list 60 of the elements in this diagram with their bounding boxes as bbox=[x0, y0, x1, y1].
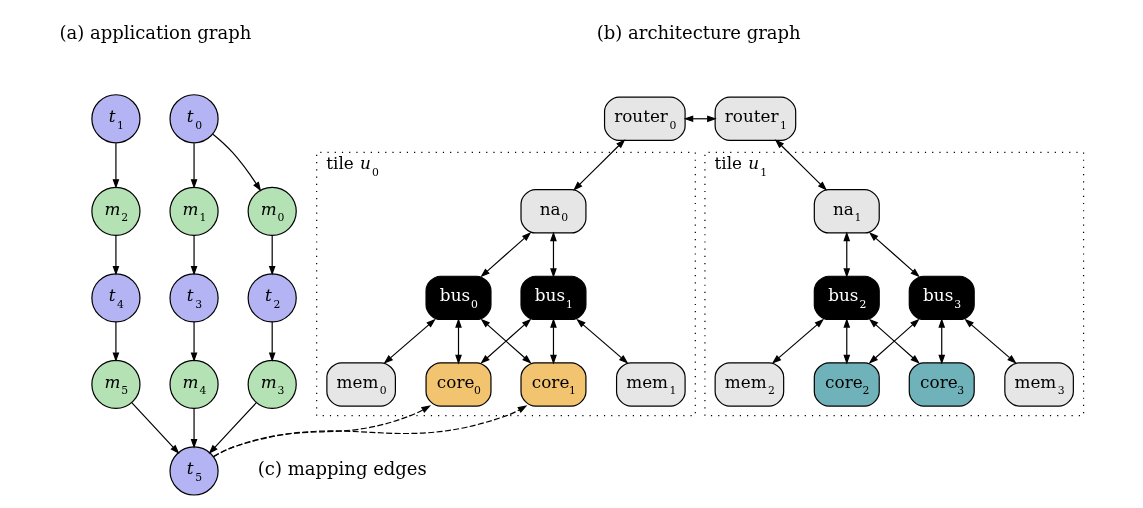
node-box: na$_{1}$ bbox=[813, 189, 880, 234]
node-box: mem$_{3}$ bbox=[1004, 362, 1074, 407]
node-circle: t$_{3}$ bbox=[169, 273, 219, 323]
node-box: na$_{0}$ bbox=[520, 189, 587, 234]
arrow bbox=[843, 231, 851, 278]
label: (c) mapping edges bbox=[257, 458, 427, 480]
arrow bbox=[938, 318, 946, 365]
arrow bbox=[112, 321, 120, 363]
arrow bbox=[573, 139, 626, 191]
node-box: bus$_{1}$ bbox=[520, 275, 587, 321]
node-box: core$_{1}$ bbox=[520, 362, 587, 407]
arrow bbox=[190, 321, 198, 363]
arrow bbox=[190, 234, 198, 276]
arrow bbox=[112, 142, 120, 189]
node-circle: m$_{0}$ bbox=[247, 186, 297, 236]
node-box: mem$_{2}$ bbox=[714, 362, 785, 407]
arrow bbox=[190, 142, 198, 189]
node-box: core$_{2}$ bbox=[813, 362, 880, 407]
node-box: core$_{3}$ bbox=[908, 362, 975, 407]
arrow bbox=[212, 405, 528, 458]
arrow bbox=[190, 408, 198, 449]
node-box: bus$_{2}$ bbox=[813, 275, 880, 321]
node-circle: t$_{4}$ bbox=[91, 273, 141, 323]
arrow bbox=[212, 133, 262, 192]
arrow bbox=[843, 318, 851, 365]
node-circle: m$_{5}$ bbox=[91, 359, 141, 410]
arrow bbox=[268, 321, 276, 363]
node-circle: m$_{1}$ bbox=[169, 186, 219, 236]
arrow bbox=[480, 318, 532, 364]
arrow bbox=[213, 405, 431, 458]
arrow bbox=[383, 318, 436, 364]
arrow bbox=[771, 318, 825, 364]
arrow bbox=[550, 231, 557, 278]
node-circle: m$_{3}$ bbox=[247, 359, 297, 410]
node-box: router$_{1}$ bbox=[714, 96, 797, 141]
arrow bbox=[112, 234, 120, 276]
arrow bbox=[268, 234, 276, 276]
node-box: mem$_{0}$ bbox=[326, 362, 396, 407]
label: (a) application graph bbox=[59, 21, 252, 43]
arrow bbox=[131, 402, 180, 455]
label: (b) architecture graph bbox=[596, 21, 801, 43]
node-circle: t$_{0}$ bbox=[169, 94, 219, 144]
arrow bbox=[964, 318, 1017, 364]
node-circle: t$_{1}$ bbox=[91, 94, 141, 144]
arrow bbox=[208, 402, 257, 455]
node-circle: t$_{2}$ bbox=[247, 273, 297, 323]
arrow bbox=[774, 139, 828, 191]
arrow bbox=[550, 318, 557, 365]
node-box: mem$_{1}$ bbox=[616, 362, 686, 407]
node-circle: m$_{2}$ bbox=[91, 186, 141, 236]
node-box: bus$_{3}$ bbox=[908, 275, 975, 321]
node-circle: m$_{4}$ bbox=[169, 359, 219, 410]
arrow bbox=[455, 318, 462, 365]
arrow bbox=[868, 318, 920, 364]
node-box: router$_{0}$ bbox=[603, 96, 686, 141]
arrow bbox=[868, 232, 920, 278]
node-box: core$_{0}$ bbox=[425, 362, 492, 407]
arrow bbox=[480, 232, 532, 278]
node-box: bus$_{0}$ bbox=[425, 275, 492, 321]
arrow bbox=[576, 318, 629, 364]
